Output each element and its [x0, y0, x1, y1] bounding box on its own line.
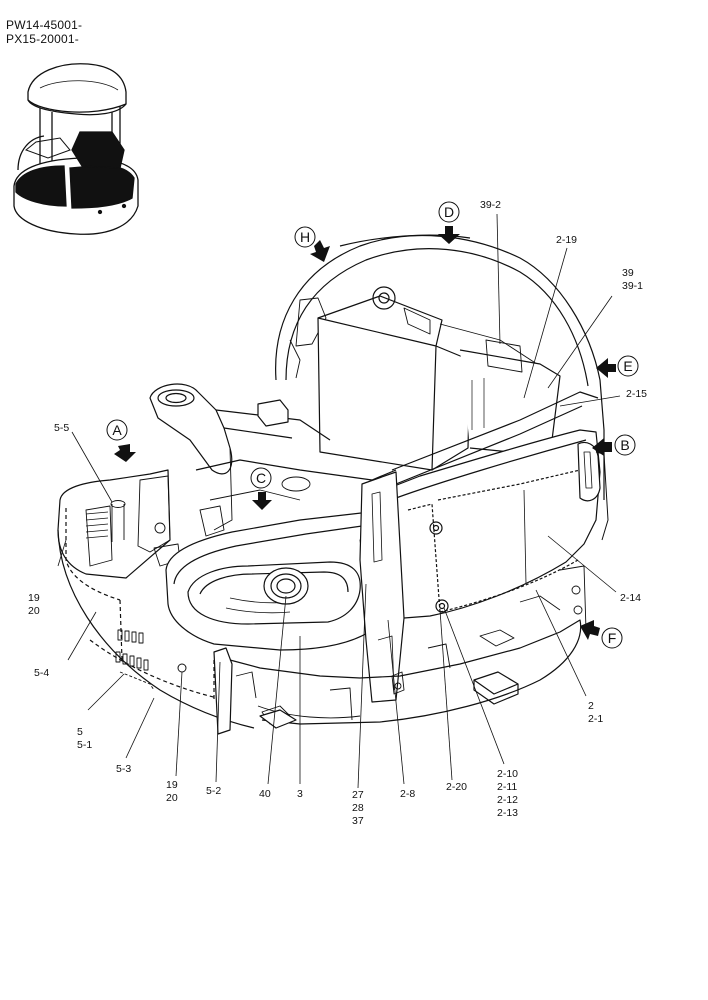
svg-text:F: F [608, 630, 617, 646]
svg-text:39-1: 39-1 [622, 280, 643, 292]
view-arrow-F: F [580, 620, 623, 649]
callout-27-28-37: 27 28 37 [352, 789, 364, 827]
callout-40: 40 [259, 788, 271, 800]
svg-text:5-5: 5-5 [54, 422, 69, 434]
view-arrow-E: E [596, 355, 639, 378]
svg-text:27: 27 [352, 789, 364, 801]
callout-5-3: 5-3 [116, 763, 131, 775]
svg-text:5-2: 5-2 [206, 785, 221, 797]
svg-text:2-1: 2-1 [588, 713, 603, 725]
svg-text:E: E [623, 358, 632, 374]
svg-text:5: 5 [77, 726, 83, 738]
svg-text:C: C [256, 470, 266, 486]
svg-text:3: 3 [297, 788, 303, 800]
svg-text:2-15: 2-15 [626, 388, 647, 400]
svg-text:2-20: 2-20 [446, 781, 467, 793]
callout-5: 5 5-1 [77, 726, 92, 751]
callout-2-20: 2-20 [446, 781, 467, 793]
callout-39-2: 39-2 [480, 199, 501, 211]
svg-text:19: 19 [28, 592, 40, 604]
callout-2: 2 2-1 [588, 700, 603, 725]
callout-19-20-left: 19 20 [28, 592, 40, 617]
svg-text:2-11: 2-11 [497, 781, 517, 793]
leader-lines [57, 213, 621, 789]
svg-text:37: 37 [352, 815, 364, 827]
svg-text:28: 28 [352, 802, 364, 814]
callout-2-15: 2-15 [626, 388, 647, 400]
svg-text:39-2: 39-2 [480, 199, 501, 211]
svg-text:2-12: 2-12 [497, 794, 518, 806]
serial-range-1: PW14-45001- [6, 18, 83, 32]
svg-text:5-4: 5-4 [34, 667, 49, 679]
svg-text:2-19: 2-19 [556, 234, 577, 246]
callout-5-2: 5-2 [206, 785, 221, 797]
svg-text:19: 19 [166, 779, 178, 791]
svg-text:H: H [300, 229, 310, 245]
callout-5-5: 5-5 [54, 422, 69, 434]
callout-2-8: 2-8 [400, 788, 415, 800]
svg-text:B: B [620, 437, 629, 453]
view-arrow-C: C [250, 467, 272, 510]
callout-2-14: 2-14 [620, 592, 641, 604]
svg-text:20: 20 [166, 792, 178, 804]
svg-text:2-8: 2-8 [400, 788, 415, 800]
svg-text:5-3: 5-3 [116, 763, 131, 775]
callout-5-4: 5-4 [34, 667, 49, 679]
callout-39: 39 39-1 [622, 267, 643, 292]
callout-3: 3 [297, 788, 303, 800]
view-arrow-B: B [592, 434, 636, 456]
svg-text:5-1: 5-1 [77, 739, 92, 751]
svg-text:2-13: 2-13 [497, 807, 518, 819]
view-arrow-H: H [294, 226, 330, 262]
view-arrow-D: D [438, 201, 460, 244]
serial-range-2: PX15-20001- [6, 32, 79, 46]
svg-text:2: 2 [588, 700, 594, 712]
svg-text:A: A [112, 422, 122, 438]
svg-text:2-10: 2-10 [497, 768, 518, 780]
svg-text:39: 39 [622, 267, 634, 279]
locator-thumbnail [13, 63, 139, 235]
svg-text:2-14: 2-14 [620, 592, 641, 604]
upper-structure-drawing [57, 234, 609, 735]
view-arrow-A: A [106, 419, 136, 462]
svg-text:D: D [444, 204, 454, 220]
svg-text:20: 20 [28, 605, 40, 617]
callout-2-10-to-2-13: 2-10 2-11 2-12 2-13 [497, 768, 518, 819]
svg-text:40: 40 [259, 788, 271, 800]
callout-19-20-bottom: 19 20 [166, 779, 178, 804]
callout-2-19: 2-19 [556, 234, 577, 246]
